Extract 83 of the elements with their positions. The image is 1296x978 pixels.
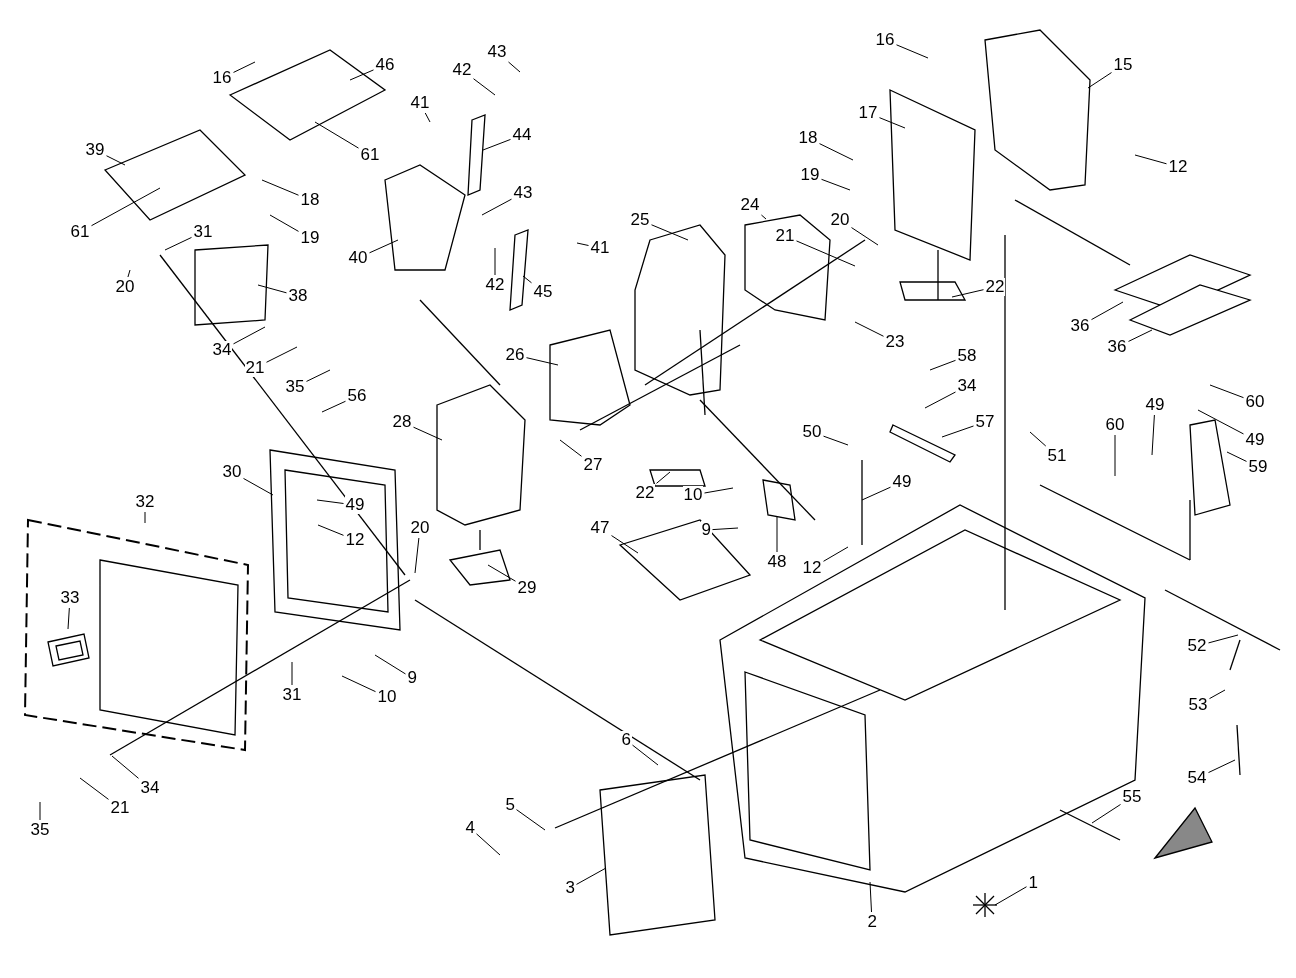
- leader-line: [1209, 689, 1226, 700]
- leader-line: [494, 247, 496, 276]
- leader-line: [424, 112, 431, 123]
- leader-line: [127, 269, 131, 278]
- leader-line: [1029, 431, 1047, 447]
- leader-line: [656, 471, 671, 484]
- leader-line: [473, 78, 496, 96]
- leader-line: [314, 121, 359, 149]
- leader-line: [941, 425, 974, 438]
- leader-line: [317, 524, 344, 536]
- leader-line: [861, 486, 891, 501]
- leader-line: [67, 607, 70, 630]
- leader-line: [481, 198, 512, 216]
- leader-line: [851, 227, 879, 246]
- leader-line: [896, 44, 929, 59]
- leader-line: [879, 117, 906, 129]
- leader-line: [243, 477, 274, 496]
- leader-line: [576, 867, 607, 885]
- leader-line: [704, 487, 734, 494]
- leader-line: [144, 511, 146, 524]
- leader-line: [482, 138, 511, 151]
- leader-line: [487, 564, 516, 582]
- leader-line: [819, 143, 854, 161]
- leader-line: [526, 357, 559, 366]
- leader-line: [414, 537, 420, 574]
- leader-line: [821, 178, 851, 191]
- leader-line: [291, 661, 293, 686]
- leader-line: [233, 326, 266, 345]
- callout-number: 22: [984, 278, 1006, 296]
- leader-line: [341, 675, 376, 693]
- leader-line: [1087, 72, 1112, 89]
- leader-line: [1134, 154, 1167, 165]
- callout-number: 49: [344, 496, 366, 514]
- leader-line: [1128, 329, 1153, 342]
- callout-number: 21: [244, 359, 266, 377]
- leader-line: [369, 239, 399, 254]
- leader-line: [374, 654, 406, 675]
- leader-line: [316, 499, 344, 504]
- leader-line: [1114, 434, 1116, 477]
- leader-line: [776, 516, 778, 553]
- leader-line: [1091, 804, 1121, 824]
- leader-line: [1091, 301, 1124, 321]
- leader-line: [306, 369, 331, 382]
- leader-line: [760, 214, 767, 220]
- leader-line: [261, 179, 299, 196]
- leader-line: [823, 546, 849, 562]
- leader-line: [576, 242, 589, 246]
- leader-line: [257, 284, 287, 294]
- leader-line: [413, 426, 443, 441]
- leader-line: [823, 435, 849, 446]
- leader-line: [1151, 414, 1155, 456]
- leader-line: [522, 275, 532, 284]
- leader-line: [164, 236, 192, 251]
- leader-line: [1209, 384, 1244, 399]
- leader-line: [951, 289, 984, 298]
- leader-line: [269, 214, 299, 232]
- leader-line: [994, 886, 1027, 906]
- leader-line: [39, 801, 41, 821]
- leader-line: [651, 224, 689, 241]
- leader-line: [91, 187, 161, 227]
- leader-line: [1197, 409, 1244, 435]
- leader-line: [611, 535, 639, 554]
- leader-line: [111, 755, 139, 779]
- leader-line: [1208, 634, 1239, 644]
- leader-line: [1226, 451, 1247, 462]
- leader-line: [233, 61, 256, 73]
- leader-line: [924, 391, 956, 409]
- leader-line: [559, 439, 582, 457]
- leader-line: [516, 809, 546, 831]
- leader-line: [508, 61, 521, 73]
- leader-line: [321, 400, 346, 413]
- leader-line: [854, 321, 884, 337]
- leader-line: [266, 346, 298, 363]
- leader-line: [1208, 759, 1236, 774]
- leader-line: [929, 359, 956, 371]
- leader-line: [106, 155, 126, 166]
- leader-line: [869, 881, 872, 913]
- leader-line: [796, 240, 856, 267]
- leader-line: [476, 833, 501, 856]
- leader-line: [349, 69, 374, 81]
- leader-line: [712, 527, 739, 531]
- leader-line: [79, 777, 109, 800]
- leader-line: [632, 744, 659, 766]
